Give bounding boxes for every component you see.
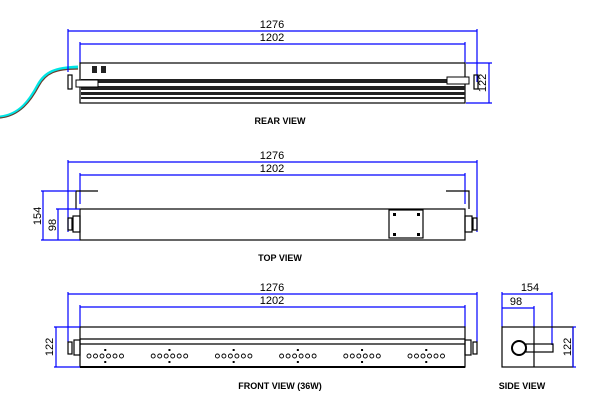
led-marker: [425, 361, 428, 363]
mounting-holes: [393, 213, 420, 236]
end-cap-left-outer: [67, 217, 73, 231]
dim-122: 122: [477, 74, 489, 92]
dim-122: 122: [562, 338, 574, 356]
led: [247, 353, 253, 359]
stripe: [81, 97, 465, 99]
front-body: [79, 326, 466, 368]
dim-98: 98: [510, 296, 522, 308]
led: [298, 353, 304, 359]
led: [407, 353, 413, 359]
rear-view-label: REAR VIEW: [254, 116, 306, 126]
dim-1202: 1202: [260, 163, 284, 175]
led-marker: [232, 349, 235, 351]
dim-1202: 1202: [260, 295, 284, 307]
led: [311, 353, 317, 359]
led-marker: [168, 361, 171, 363]
led: [343, 353, 349, 359]
power-cable-core: [0, 68, 79, 119]
led: [375, 353, 381, 359]
top-view: 1276 1202 154 98 TOP VIEW: [32, 150, 478, 263]
front-view: 1276 1202 122 FRONT VIEW (36W): [44, 282, 478, 391]
led: [93, 353, 98, 359]
led: [305, 353, 311, 359]
dim-1202: 1202: [260, 32, 284, 44]
side-view-label: SIDE VIEW: [499, 381, 546, 391]
label-mark: [92, 66, 97, 73]
led: [119, 353, 124, 359]
led-marker: [296, 349, 299, 351]
led: [427, 353, 432, 359]
led: [240, 353, 246, 359]
dim-122: 122: [44, 338, 56, 356]
bracket-left: [75, 79, 99, 88]
top-view-label: TOP VIEW: [258, 253, 302, 263]
dim-1276: 1276: [260, 150, 284, 162]
led: [86, 353, 92, 359]
bracket-right: [446, 190, 470, 209]
rear-view: 1276 1202 122 REAR VIEW: [0, 19, 492, 126]
top-body: [79, 208, 466, 241]
power-cable: [0, 65, 79, 119]
led: [106, 353, 111, 359]
led-marker: [232, 361, 235, 363]
end-cap-right: [473, 74, 479, 90]
led: [292, 353, 298, 359]
led: [440, 353, 445, 359]
front-view-label: FRONT VIEW (36W): [238, 381, 322, 391]
led: [176, 353, 182, 359]
led: [234, 353, 240, 359]
end-cap-left: [72, 215, 81, 233]
dim-154: 154: [32, 207, 44, 225]
mounting-plate: [388, 209, 424, 239]
stripe: [81, 86, 465, 90]
end-cap-right: [464, 339, 472, 356]
led: [99, 353, 105, 359]
stripe: [81, 79, 465, 83]
led: [170, 353, 176, 359]
dim-1276: 1276: [260, 282, 284, 294]
end-cap-right-outer: [472, 217, 478, 231]
led-marker: [425, 349, 428, 351]
led: [183, 353, 189, 359]
end-cap-left: [73, 339, 81, 356]
bracket-right: [446, 76, 470, 85]
end-cap-left-outer: [67, 341, 73, 355]
led-marker: [361, 361, 364, 363]
led: [279, 353, 285, 359]
end-cap-right: [464, 215, 473, 233]
led-array: [86, 349, 445, 363]
led: [356, 353, 362, 359]
led: [163, 353, 169, 359]
led: [214, 353, 220, 359]
led-marker: [296, 361, 299, 363]
led-marker: [104, 349, 107, 351]
led: [349, 353, 355, 359]
label-mark: [101, 66, 106, 73]
end-cap-left: [67, 74, 73, 90]
led: [157, 353, 163, 359]
led: [369, 353, 375, 359]
led: [433, 353, 439, 359]
dim-98: 98: [47, 219, 59, 231]
led: [227, 353, 233, 359]
led: [362, 353, 368, 359]
stripe: [81, 92, 465, 95]
led-marker: [104, 361, 107, 363]
led-marker: [168, 349, 171, 351]
bracket-left: [75, 190, 98, 209]
dim-154: 154: [521, 282, 539, 294]
led-marker: [361, 349, 364, 351]
led: [285, 353, 291, 359]
dim-1276: 1276: [260, 19, 284, 31]
end-cap-right-outer: [472, 341, 478, 355]
end-cap-circle: [511, 340, 527, 356]
led: [414, 353, 419, 359]
led: [112, 353, 118, 359]
bracket: [525, 343, 554, 353]
led: [150, 353, 156, 359]
led: [420, 353, 426, 359]
led: [221, 353, 227, 359]
side-view: 154 98 122 SIDE VIEW: [499, 282, 576, 391]
